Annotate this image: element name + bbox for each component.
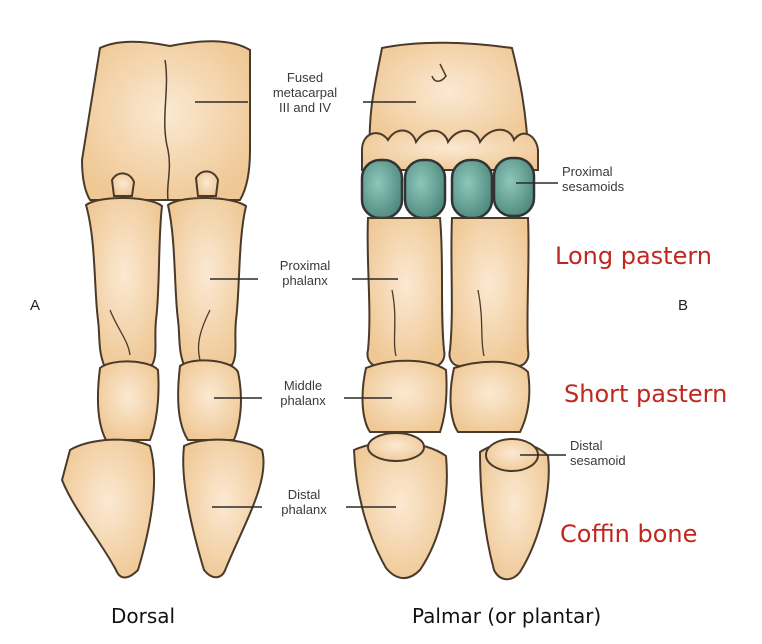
dorsal-proximal-phalanx-left: [84, 197, 164, 366]
dorsal-metacarpal: [80, 40, 251, 201]
short-pastern-label: Short pastern: [564, 380, 728, 408]
palmar-phalanges: [352, 217, 550, 581]
palmar-middle-phalanx-right: [449, 360, 531, 433]
label-fused-line1: Fused: [286, 70, 324, 85]
sesamoid-2: [403, 158, 447, 220]
sesamoid-1: [360, 158, 404, 220]
dorsal-middle-phalanx-right: [177, 359, 242, 441]
palmar-distal-phalanx-left: [352, 441, 448, 579]
dorsal-condyle-right: [194, 170, 220, 197]
dorsal-middle-phalanx-left: [97, 360, 160, 441]
label-proximal-sesamoids: Proximal sesamoids: [562, 164, 624, 194]
leader-lines: [195, 101, 566, 508]
label-proximal-sesamoids-line1: Proximal: [562, 164, 613, 179]
label-distal-sesamoid-line2: sesamoid: [570, 453, 626, 468]
dorsal-condyle-left: [110, 172, 136, 197]
label-proximal-phalanx: Proximal phalanx: [258, 258, 352, 288]
label-fused-line2: metacarpal: [272, 85, 338, 100]
label-proximal-phalanx-line2: phalanx: [282, 273, 328, 288]
label-proximal-sesamoids-line2: sesamoids: [562, 179, 625, 194]
label-distal-sesamoid: Distal sesamoid: [570, 438, 626, 468]
dorsal-proximal-phalanx-right: [166, 197, 248, 366]
palmar-proximal-phalanx-left: [366, 217, 446, 367]
palmar-middle-phalanx-left: [361, 359, 448, 433]
proximal-sesamoid-bones: [360, 156, 536, 220]
label-middle-phalanx-line2: phalanx: [280, 393, 326, 408]
dorsal-view: [60, 40, 265, 579]
sesamoid-3: [450, 158, 494, 220]
label-proximal-phalanx-line1: Proximal: [279, 258, 331, 273]
label-distal-phalanx-line1: Distal: [287, 487, 321, 502]
label-middle-phalanx-line1: Middle: [283, 378, 323, 393]
long-pastern-clip: Long pastern: [555, 242, 722, 278]
palmar-metacarpal: [368, 41, 530, 151]
dorsal-distal-phalanx-right: [182, 438, 265, 579]
palmar-condyle-ridges: [361, 128, 539, 171]
long-pastern-label: Long pastern: [555, 242, 712, 270]
label-distal-sesamoid-line1: Distal: [570, 438, 603, 453]
label-middle-phalanx: Middle phalanx: [262, 378, 344, 408]
label-distal-phalanx: Distal phalanx: [262, 487, 346, 517]
coffin-bone-clip: Coffin bone: [560, 520, 706, 556]
coffin-bone-label: Coffin bone: [560, 520, 698, 548]
palmar-view: [361, 41, 539, 171]
panel-letter-a: A: [30, 297, 41, 314]
sesamoid-4: [492, 156, 536, 218]
label-fused-metacarpal: Fused metacarpal III and IV: [250, 70, 360, 115]
panel-letter-b: B: [678, 297, 689, 314]
caption-palmar: Palmar (or plantar): [412, 604, 602, 628]
label-distal-phalanx-line2: phalanx: [281, 502, 327, 517]
caption-dorsal: Dorsal: [111, 604, 176, 628]
label-fused-line3: III and IV: [278, 100, 332, 115]
distal-sesamoid-bone-left: [367, 432, 425, 462]
palmar-proximal-phalanx-right: [448, 217, 530, 367]
dorsal-distal-phalanx-left: [60, 438, 156, 579]
